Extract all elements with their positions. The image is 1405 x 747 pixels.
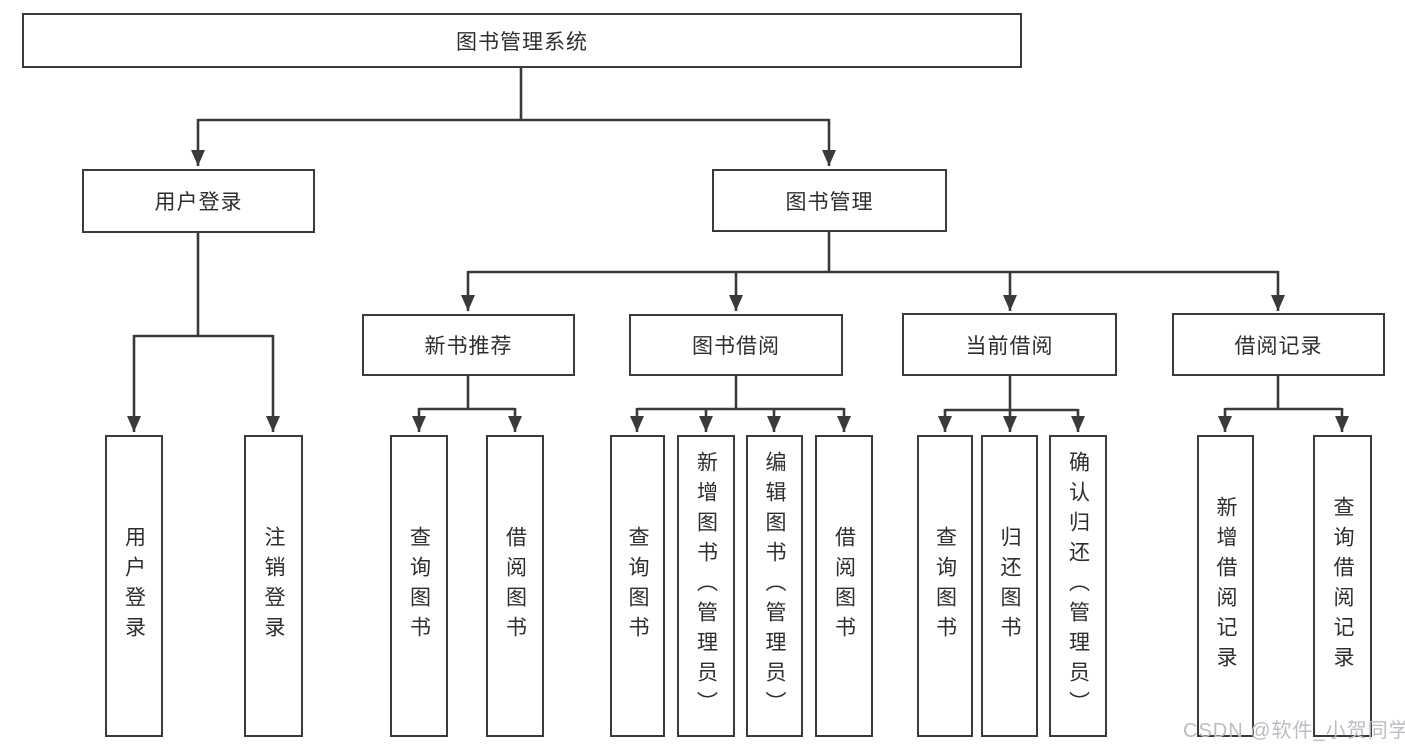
connector-borrow-records-children [1218,376,1349,432]
connector-user-login-children [127,233,280,432]
leaf-borrow-books-recommend: 借阅图书 [486,435,544,737]
leaf-return-book: 归还图书 [981,435,1038,737]
node-borrowing-records: 借阅记录 [1172,313,1385,376]
leaf-borrow-books: 借阅图书 [815,435,873,737]
leaf-query-borrow-record: 查询借阅记录 [1313,435,1372,737]
leaf-logout: 注销登录 [244,435,303,737]
node-book-management: 图书管理 [712,169,947,232]
connector-current-borrow-children [938,376,1085,432]
leaf-query-books-current: 查询图书 [917,435,973,737]
node-root-library-system: 图书管理系统 [22,13,1022,68]
leaf-add-borrow-record: 新增借阅记录 [1197,435,1254,737]
node-current-borrowing: 当前借阅 [902,313,1117,376]
node-user-login: 用户登录 [82,169,315,233]
leaf-query-books-borrowing: 查询图书 [610,435,665,737]
leaf-edit-book-admin: 编辑图书（管理员） [746,435,803,737]
leaf-add-book-admin: 新增图书（管理员） [677,435,735,737]
node-book-borrowing: 图书借阅 [629,314,843,376]
leaf-confirm-return-admin: 确认归还（管理员） [1049,435,1107,737]
connector-root-to-level2 [191,68,836,166]
leaf-query-books-recommend: 查询图书 [390,435,448,737]
connector-borrowing-children [630,376,851,432]
leaf-user-login: 用户登录 [105,435,163,737]
connector-new-books-children [412,376,522,432]
csdn-watermark: CSDN @软件_小贺同学 [1183,720,1405,742]
node-new-book-recommend: 新书推荐 [362,314,575,376]
connector-book-mgmt-children [461,232,1285,311]
